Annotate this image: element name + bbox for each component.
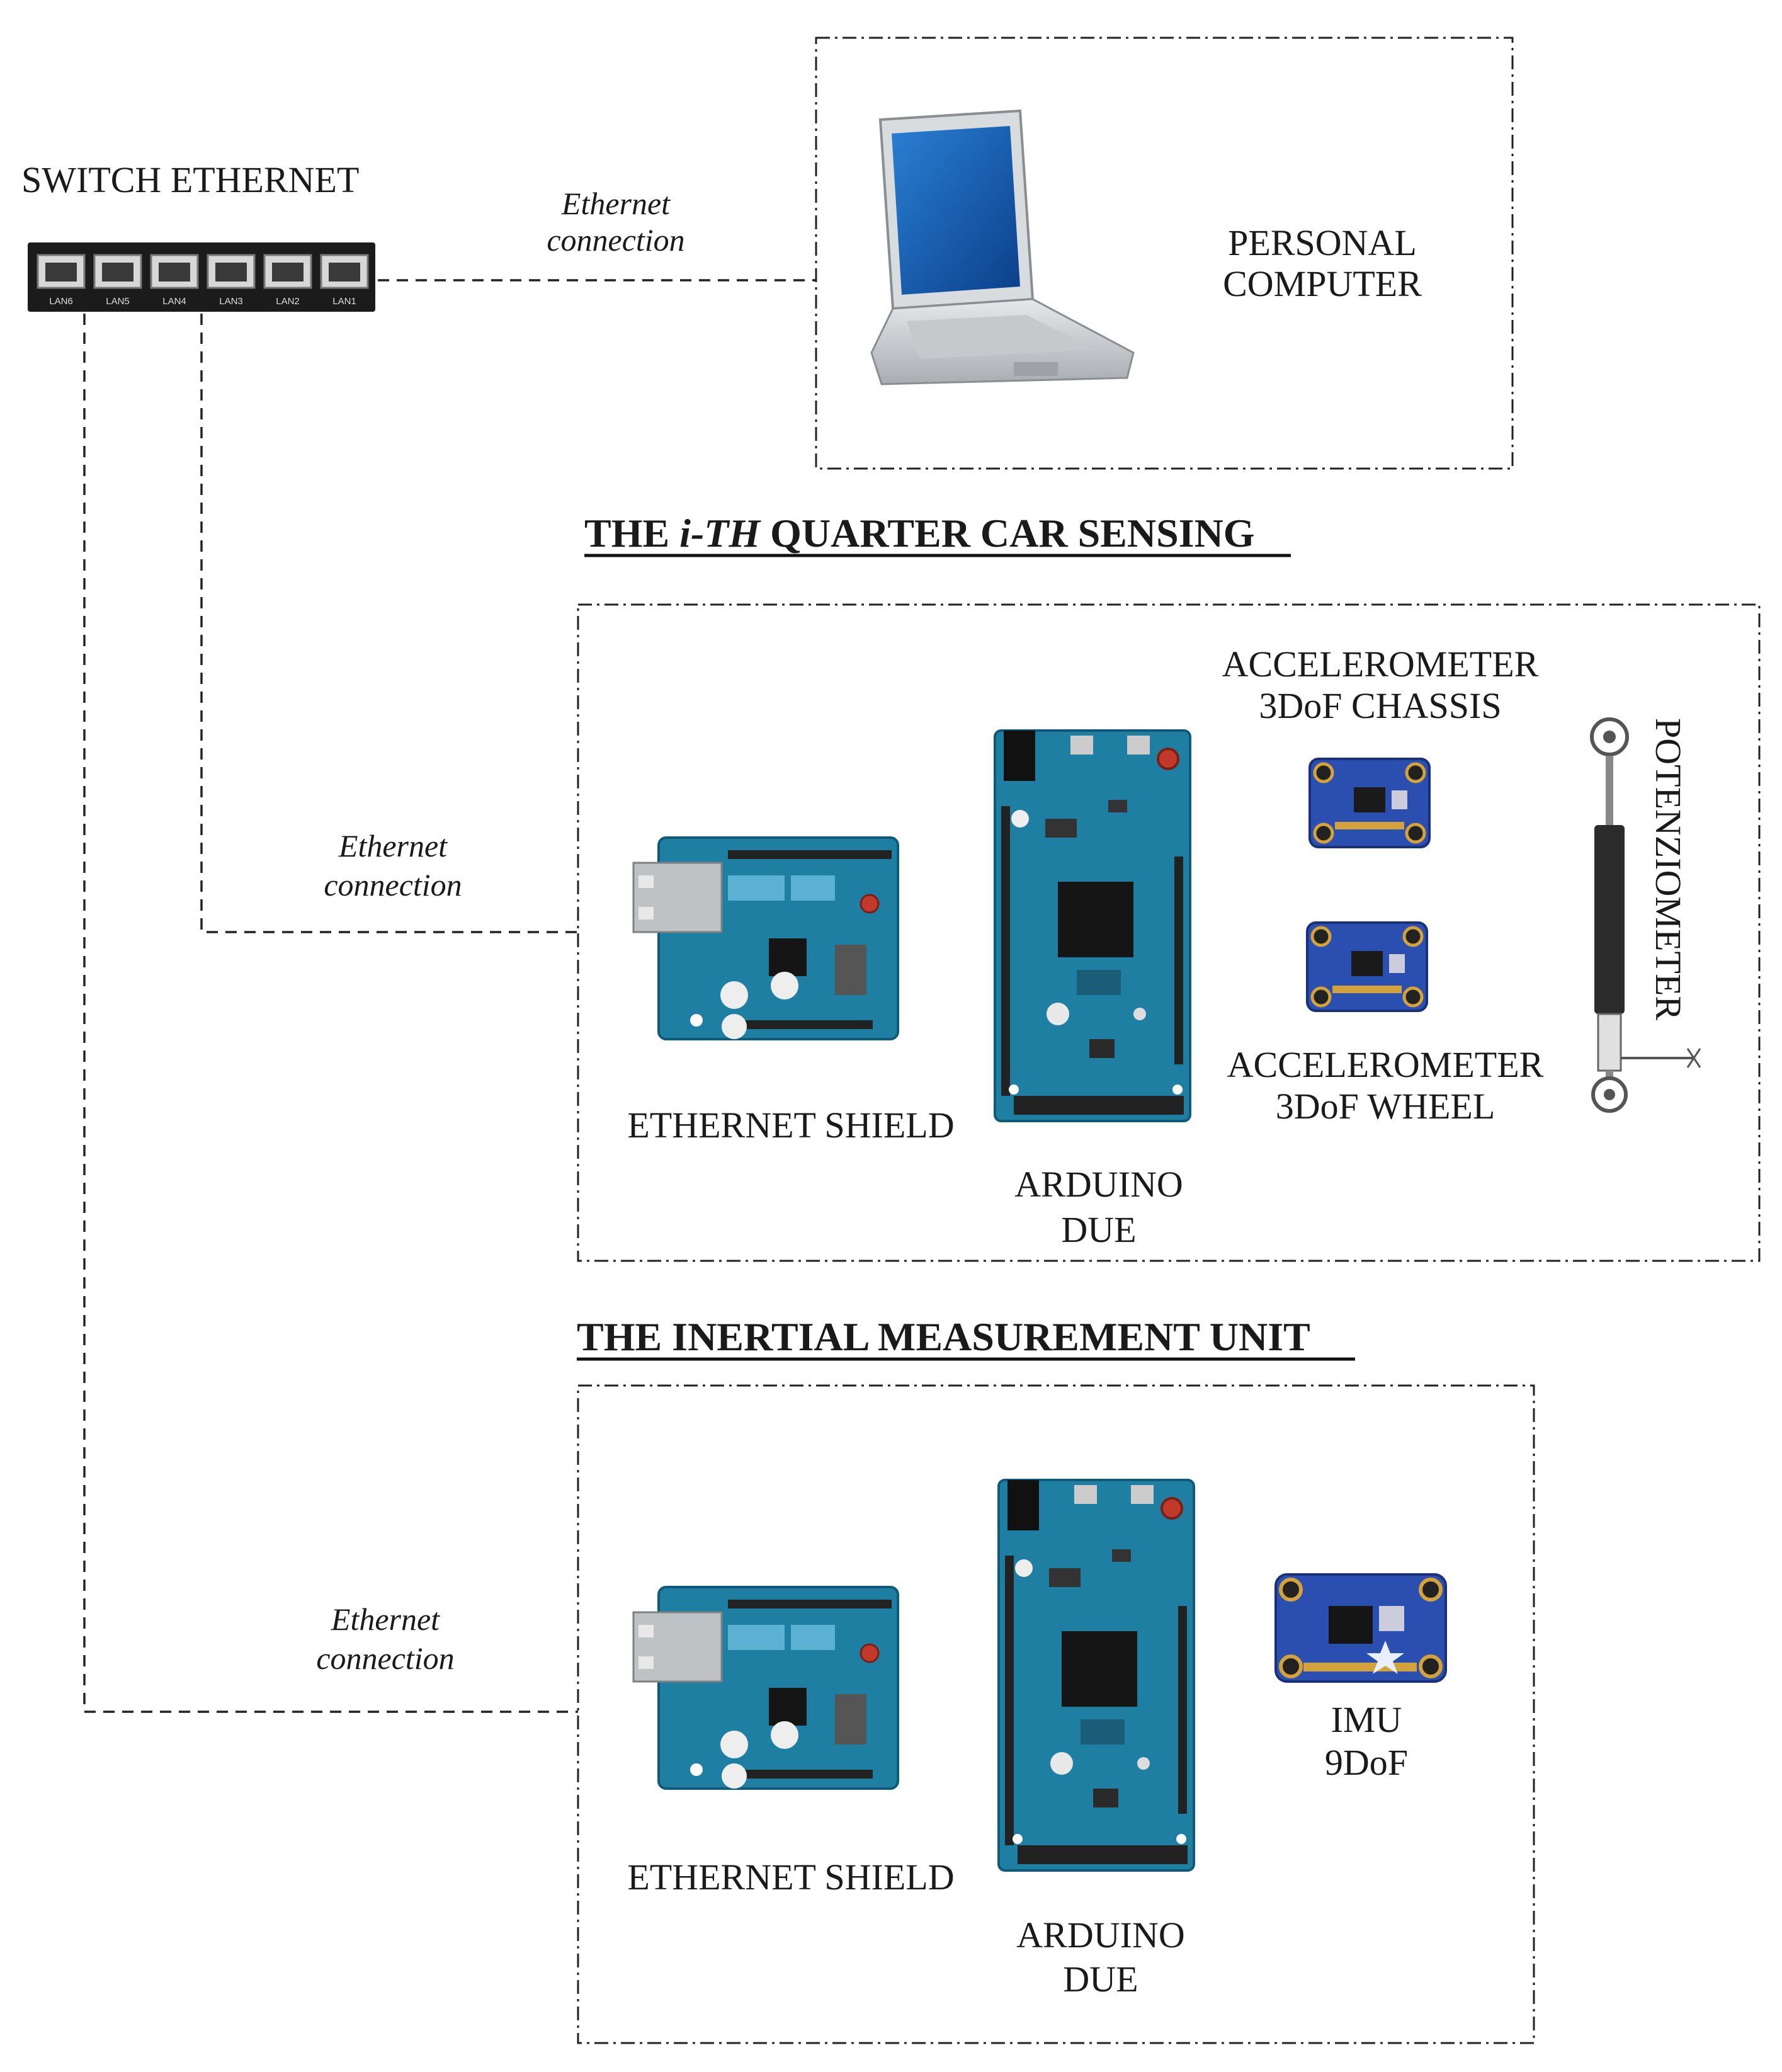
imu-board (1274, 1573, 1447, 1683)
svg-text:Ethernet: Ethernet (338, 828, 448, 863)
arduino-label-qc-line2: DUE (1061, 1209, 1136, 1250)
svg-text:connection: connection (316, 1641, 454, 1676)
connection-label-imu: Ethernet connection (316, 1602, 454, 1676)
pc-label-line1: PERSONAL (1228, 222, 1417, 263)
switch-port-lan1: LAN1 (320, 254, 369, 307)
potentiometer-icon (1590, 717, 1701, 1113)
ethernet-shield-board-qc (632, 836, 899, 1040)
switch-port-lan3: LAN3 (207, 254, 256, 307)
accelerometer-wheel-board (1307, 923, 1427, 1011)
svg-text:connection: connection (547, 222, 684, 258)
switch-port-lan6: LAN6 (37, 254, 86, 307)
arduino-label-imu-line1: ARDUINO (1016, 1915, 1184, 1955)
switch-port-label: LAN2 (276, 296, 300, 307)
svg-text:connection: connection (324, 867, 462, 902)
switch-port-lan4: LAN4 (150, 254, 199, 307)
imu-label-line2: 9DoF (1325, 1742, 1408, 1783)
acc-wheel-label-line2: 3DoF WHEEL (1276, 1086, 1495, 1127)
wire-switch-to-quarter-car (200, 314, 578, 933)
pc-box (815, 37, 1514, 470)
ethernet-shield-label-imu: ETHERNET SHIELD (627, 1857, 954, 1898)
imu-box (577, 1384, 1535, 2044)
connection-label-quarter-car: Ethernet connection (324, 828, 462, 902)
ethernet-switch: LAN6 LAN5 LAN4 LAN3 LAN2 LAN1 (28, 242, 375, 312)
svg-text:Ethernet: Ethernet (331, 1602, 440, 1637)
accelerometer-chassis-board (1310, 759, 1429, 847)
acc-chassis-label-line2: 3DoF CHASSIS (1259, 685, 1501, 726)
ethernet-shield-label-qc: ETHERNET SHIELD (627, 1105, 954, 1146)
arduino-label-qc-line1: ARDUINO (1014, 1164, 1183, 1205)
switch-port-label: LAN3 (219, 296, 243, 307)
switch-port-label: LAN6 (49, 296, 73, 307)
switch-port-label: LAN5 (106, 296, 130, 307)
arduino-due-board-imu (997, 1479, 1195, 1872)
switch-port-lan5: LAN5 (93, 254, 142, 307)
ethernet-shield-board-imu (632, 1586, 899, 1790)
pc-label-line2: COMPUTER (1223, 263, 1422, 304)
connection-label-pc: Ethernet connection (547, 186, 684, 258)
switch-port-lan2: LAN2 (263, 254, 312, 307)
potentiometer-label: POTENZIOMETER (1648, 718, 1689, 1020)
svg-text:Ethernet: Ethernet (561, 186, 671, 221)
acc-wheel-label-line1: ACCELEROMETER (1227, 1044, 1544, 1085)
quarter-car-box (577, 603, 1761, 1262)
laptop-icon (870, 109, 1135, 385)
switch-port-label: LAN4 (162, 296, 186, 307)
arduino-due-board-qc (994, 729, 1191, 1122)
switch-label: SWITCH ETHERNET (21, 159, 359, 200)
quarter-car-title: THE i-TH QUARTER CAR SENSING (584, 511, 1255, 555)
switch-port-label: LAN1 (332, 296, 356, 307)
imu-title: THE INERTIAL MEASUREMENT UNIT (577, 1314, 1310, 1359)
imu-label-line1: IMU (1331, 1699, 1402, 1740)
arduino-label-imu-line2: DUE (1063, 1959, 1138, 2000)
acc-chassis-label-line1: ACCELEROMETER (1222, 644, 1539, 685)
wire-switch-to-imu (83, 314, 578, 1713)
